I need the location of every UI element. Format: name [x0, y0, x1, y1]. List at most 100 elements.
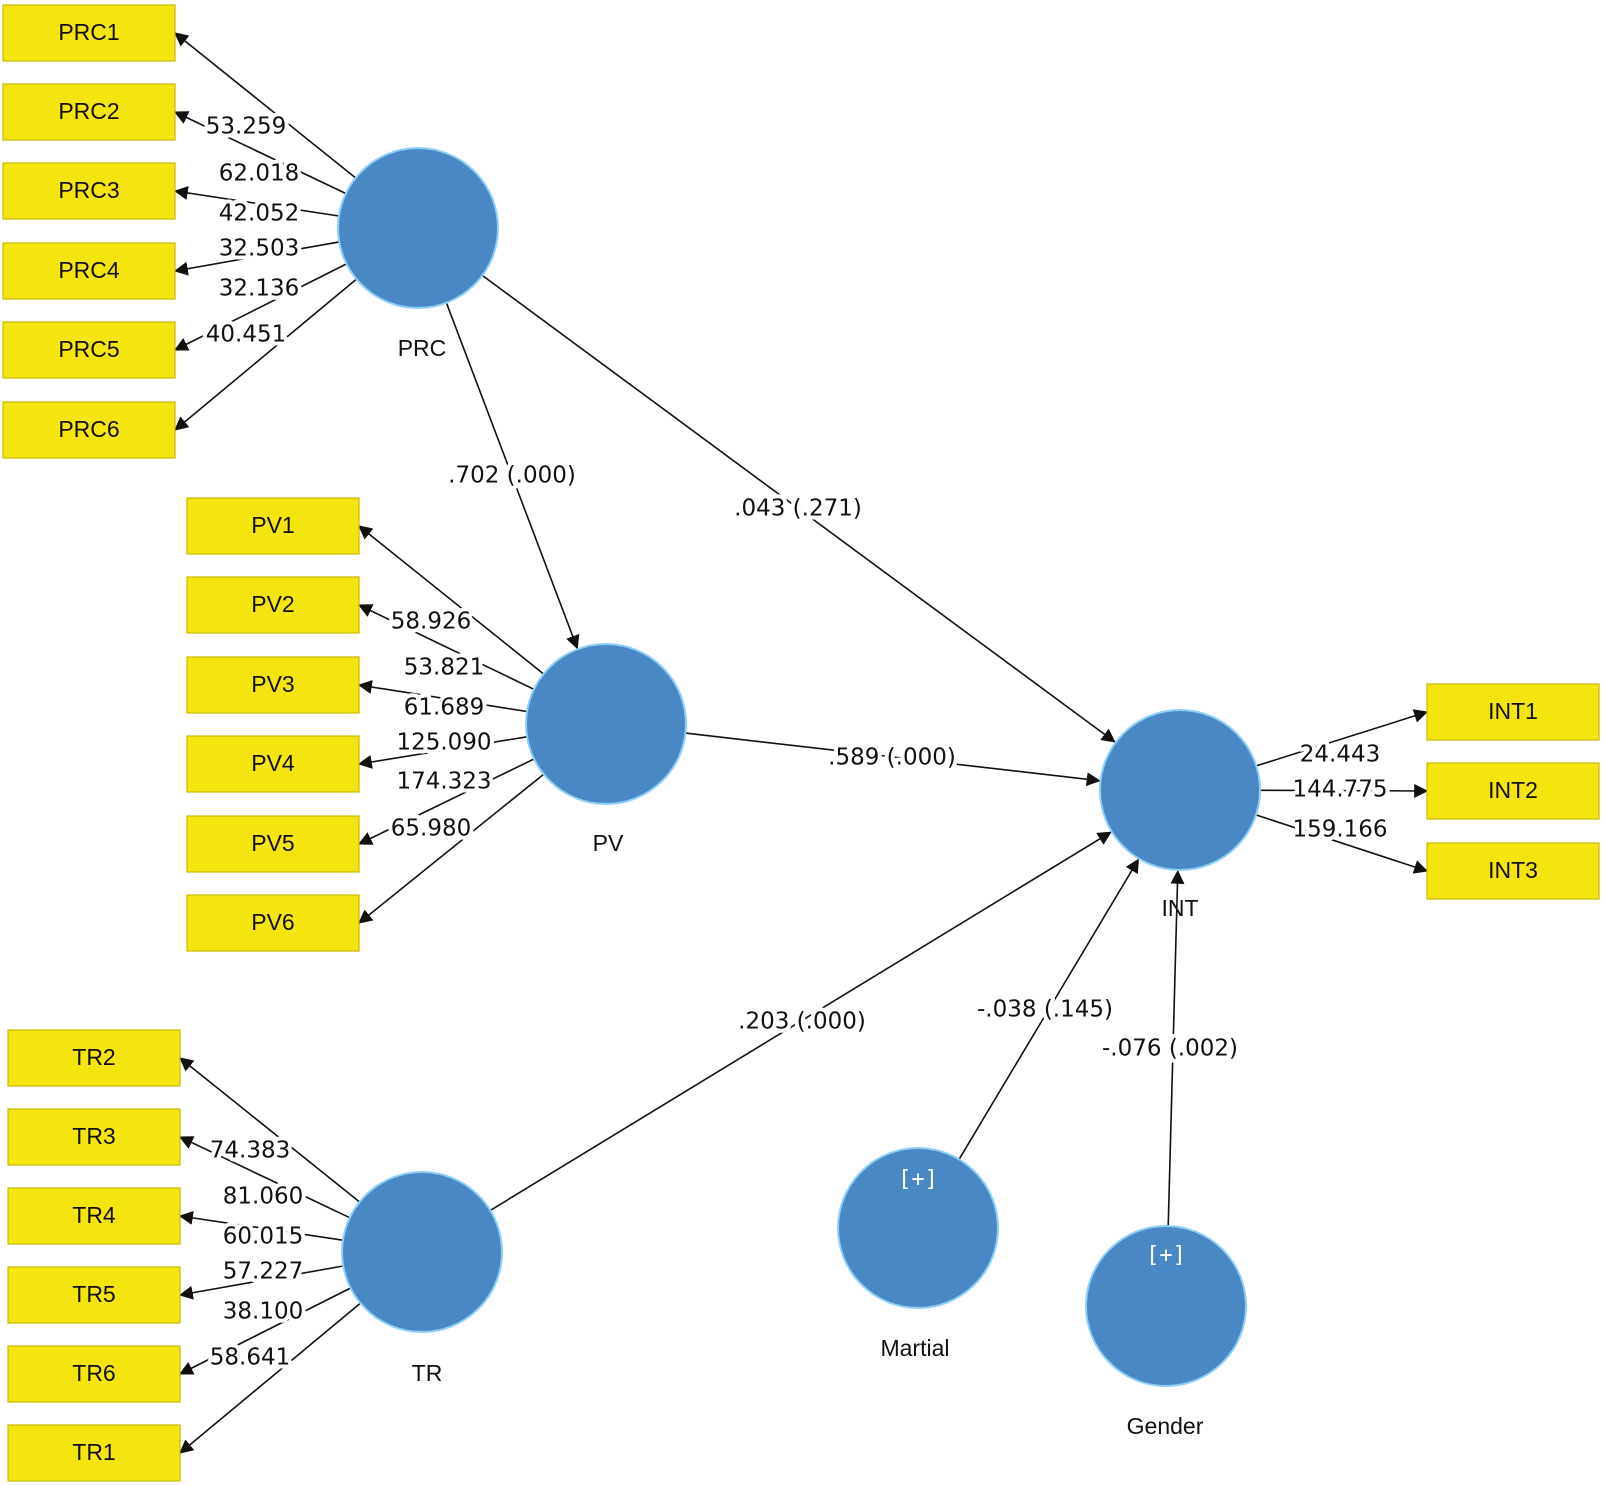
- indicator-prc1[interactable]: PRC1: [2, 4, 176, 62]
- indicator-label: INT2: [1488, 777, 1538, 803]
- expand-marker-icon[interactable]: [+]: [898, 1167, 938, 1192]
- loading-label-tr6: 38.100: [223, 1299, 303, 1325]
- indicator-box: [1426, 762, 1600, 820]
- loading-edge-int3: [1255, 814, 1429, 874]
- indicator-pv2[interactable]: PV2: [186, 576, 360, 634]
- loading-edge-prc4: [173, 241, 340, 276]
- indicator-tr4[interactable]: TR4: [7, 1187, 181, 1245]
- loading-label-prc5: 32.136: [219, 276, 299, 302]
- loading-edge-pv2: [357, 604, 535, 691]
- loading-label-tr2: 74.383: [210, 1138, 290, 1164]
- loading-edge-pv5: [357, 758, 535, 845]
- path-label-martial-to-int: -.038 (.145): [977, 997, 1113, 1023]
- path-edge-prc-to-int: [481, 274, 1116, 743]
- construct-circle: [337, 147, 499, 309]
- indicator-pv5[interactable]: PV5: [186, 815, 360, 873]
- indicator-box: [2, 162, 176, 220]
- nodes-layer: PRC1PRC2PRC3PRC4PRC5PRC6PV1PV2PV3PV4PV5P…: [2, 4, 1600, 1482]
- path-edge-prc-to-pv: [445, 302, 580, 650]
- loading-edge-tr1: [179, 1302, 362, 1454]
- indicator-label: PV3: [251, 671, 294, 697]
- loading-edge-prc5: [173, 263, 347, 351]
- loading-label-pv3: 61.689: [404, 695, 484, 721]
- indicator-prc4[interactable]: PRC4: [2, 242, 176, 300]
- construct-int[interactable]: INT: [1099, 709, 1261, 921]
- indicator-box: [7, 1266, 181, 1324]
- indicator-label: PRC1: [58, 19, 119, 45]
- indicator-label: PRC6: [58, 416, 119, 442]
- construct-circle: [341, 1171, 503, 1333]
- indicator-prc2[interactable]: PRC2: [2, 83, 176, 141]
- indicator-pv1[interactable]: PV1: [186, 497, 360, 555]
- indicator-pv4[interactable]: PV4: [186, 735, 360, 793]
- loading-label-pv4: 125.090: [396, 730, 491, 756]
- path-label-prc-to-pv: .702 (.000): [448, 463, 576, 489]
- loading-edge-pv1: [358, 525, 545, 675]
- construct-prc[interactable]: PRC: [337, 147, 499, 361]
- indicator-box: [186, 656, 360, 714]
- indicator-label: TR3: [72, 1123, 115, 1149]
- indicator-label: PV2: [251, 591, 294, 617]
- construct-label: PV: [593, 830, 624, 856]
- loading-edge-prc1: [174, 32, 357, 179]
- loading-edge-tr5: [178, 1265, 344, 1300]
- indicator-label: INT3: [1488, 857, 1538, 883]
- loading-label-int1: 24.443: [1300, 742, 1380, 768]
- loading-edge-tr6: [178, 1287, 351, 1375]
- indicator-box: [186, 497, 360, 555]
- path-label-pv-to-int: .589 (.000): [828, 745, 956, 771]
- loading-label-prc1: 53.259: [206, 114, 286, 140]
- indicator-tr1[interactable]: TR1: [7, 1424, 181, 1482]
- expand-marker-icon[interactable]: [+]: [1146, 1243, 1186, 1268]
- construct-martial[interactable]: [+] Martial: [837, 1147, 999, 1361]
- loading-edge-int1: [1256, 709, 1429, 767]
- indicator-label: TR2: [72, 1044, 115, 1070]
- path-edge-martial-to-int: [958, 858, 1140, 1160]
- construct-label: TR: [412, 1360, 443, 1386]
- indicator-tr2[interactable]: TR2: [7, 1029, 181, 1087]
- loading-edge-prc2: [173, 111, 347, 195]
- indicator-box: [7, 1345, 181, 1403]
- indicator-tr3[interactable]: TR3: [7, 1108, 181, 1166]
- indicator-tr6[interactable]: TR6: [7, 1345, 181, 1403]
- construct-pv[interactable]: PV: [525, 643, 687, 856]
- loading-label-tr5: 57.227: [223, 1259, 303, 1285]
- construct-circle: [1099, 709, 1261, 871]
- indicator-label: TR5: [72, 1281, 115, 1307]
- indicator-prc3[interactable]: PRC3: [2, 162, 176, 220]
- loading-label-pv6: 65.980: [391, 816, 471, 842]
- path-edge-tr-to-int: [489, 831, 1112, 1212]
- loading-label-prc3: 42.052: [219, 201, 299, 227]
- indicator-label: PRC3: [58, 177, 119, 203]
- indicator-pv6[interactable]: PV6: [186, 894, 360, 952]
- indicator-label: PV5: [251, 830, 294, 856]
- path-edge-pv-to-int: [685, 732, 1101, 787]
- construct-gender[interactable]: [+]Gender: [1085, 1225, 1247, 1439]
- indicator-int1[interactable]: INT1: [1426, 683, 1600, 741]
- indicator-tr5[interactable]: TR5: [7, 1266, 181, 1324]
- loading-edge-prc3: [173, 186, 340, 217]
- indicator-label: PV4: [251, 750, 295, 776]
- indicator-label: PRC4: [58, 257, 120, 283]
- construct-circle: [1085, 1225, 1247, 1387]
- path-edge-gender-to-int: [1167, 869, 1185, 1227]
- indicator-pv3[interactable]: PV3: [186, 656, 360, 714]
- indicator-int2[interactable]: INT2: [1426, 762, 1600, 820]
- loading-edge-tr4: [178, 1210, 344, 1241]
- loading-label-pv2: 53.821: [404, 655, 484, 681]
- loading-edge-pv4: [357, 736, 528, 769]
- loading-label-pv1: 58.926: [391, 609, 471, 635]
- indicator-box: [186, 894, 360, 952]
- loading-label-tr4: 60.015: [223, 1224, 303, 1250]
- indicator-prc6[interactable]: PRC6: [2, 401, 176, 459]
- indicator-label: INT1: [1488, 698, 1538, 724]
- construct-label: PRC: [398, 335, 447, 361]
- indicator-prc5[interactable]: PRC5: [2, 321, 176, 379]
- loading-edge-int2: [1259, 783, 1429, 798]
- indicator-box: [1426, 842, 1600, 900]
- construct-tr[interactable]: TR: [341, 1171, 503, 1386]
- indicator-int3[interactable]: INT3: [1426, 842, 1600, 900]
- loading-edge-pv3: [357, 680, 528, 713]
- construct-label: Martial: [880, 1335, 949, 1361]
- loading-edge-prc6: [174, 278, 358, 431]
